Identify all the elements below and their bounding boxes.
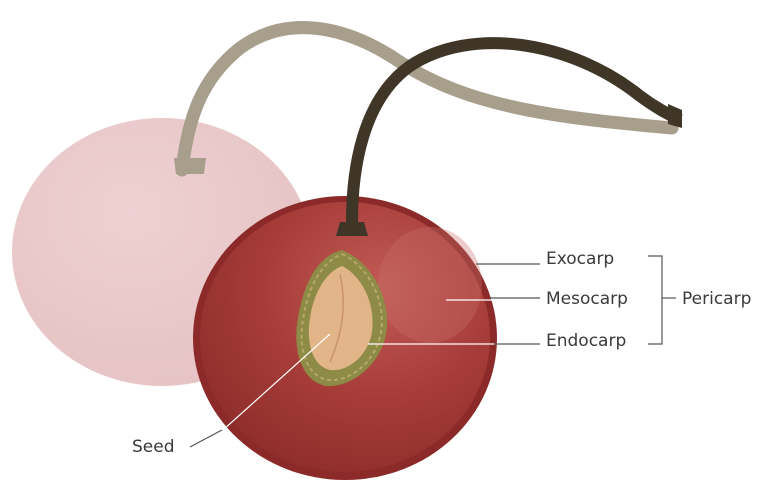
front-cherry-stem-tip (668, 104, 682, 128)
front-cherry-highlight (378, 227, 482, 343)
seed-label: Seed (132, 437, 175, 457)
front-cherry-stem (352, 43, 680, 222)
back-cherry-stem-base (174, 158, 206, 174)
exocarp-label: Exocarp (546, 249, 614, 269)
pericarp-bracket (648, 256, 662, 344)
front-cherry-stem-base (336, 222, 368, 236)
mesocarp-label: Mesocarp (546, 289, 628, 309)
endocarp-label: Endocarp (546, 331, 626, 351)
pericarp-label: Pericarp (682, 289, 751, 309)
